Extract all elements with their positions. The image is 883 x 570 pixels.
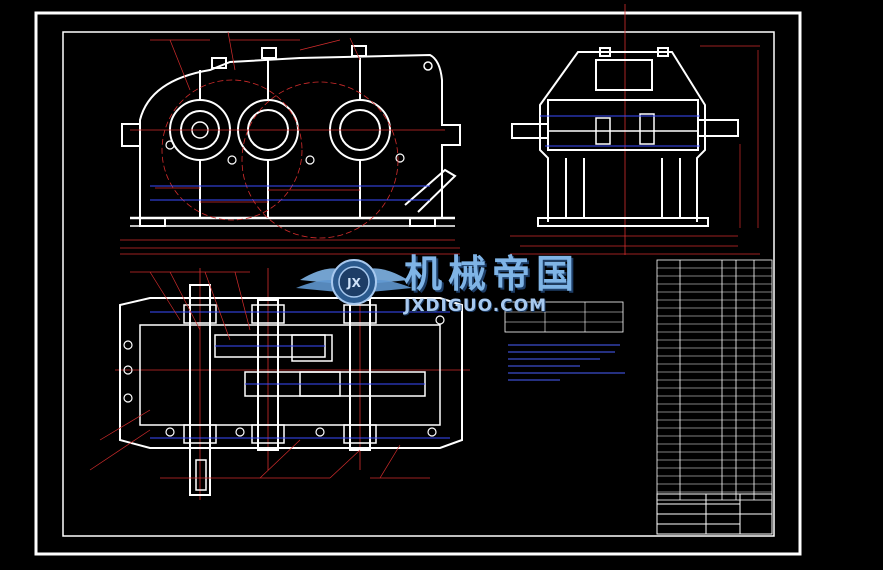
side-view [511, 47, 739, 227]
title-block [656, 493, 773, 535]
plan-view [119, 284, 463, 496]
inner-sheet-border [62, 31, 775, 537]
plan-view-leaders [89, 271, 430, 479]
outer-sheet-border [34, 11, 802, 556]
side-view-dimensions [510, 45, 760, 247]
watermark-chinese-name: 机械帝国 [404, 252, 581, 296]
logo-badge-text: JX [346, 276, 361, 290]
side-view-hatching [540, 115, 700, 147]
technical-notes [504, 301, 625, 381]
centerlines [115, 4, 760, 500]
watermark-text: 机械帝国 JXDIGUO.COM [404, 254, 580, 316]
plan-view-hatching [150, 311, 450, 439]
parts-list-rows [657, 267, 772, 493]
jxdiguo-logo-emblem: JX [296, 259, 412, 305]
front-view-hatching [150, 185, 430, 201]
front-view-dimensions [120, 31, 460, 249]
front-view-gear-circles [130, 79, 445, 239]
front-view [121, 45, 461, 227]
watermark-site-url[interactable]: JXDIGUO.COM [404, 296, 548, 316]
